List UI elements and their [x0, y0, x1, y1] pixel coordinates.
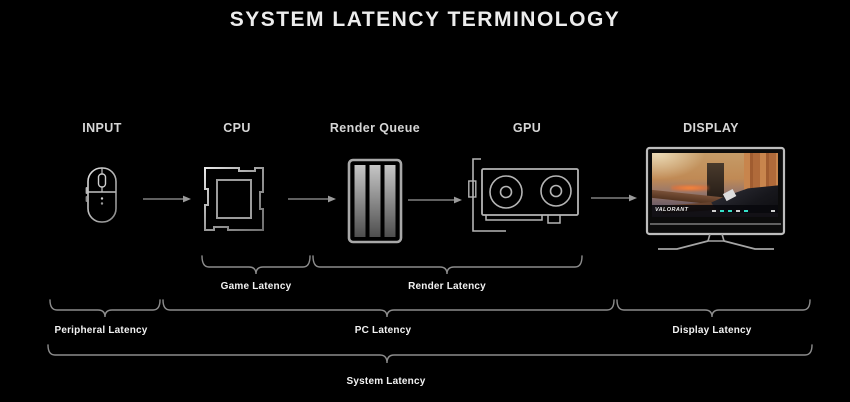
game-screenshot: VALORANT: [652, 153, 778, 217]
label-render-latency: Render Latency: [408, 281, 486, 292]
flow-arrow-gpu-display: [591, 194, 637, 202]
mouse-icon: [85, 167, 117, 223]
hud-indicator: [771, 210, 776, 212]
hud-indicator: [727, 210, 732, 212]
flow-arrow-renderqueue-gpu: [408, 196, 462, 204]
flow-arrow-cpu-renderqueue: [288, 195, 336, 203]
bracket-game-latency: [201, 255, 311, 275]
valorant-logo: VALORANT: [655, 207, 689, 214]
label-display-latency: Display Latency: [672, 325, 752, 336]
hud-indicator: [719, 210, 724, 212]
game-hud: VALORANT: [652, 205, 778, 217]
label-system-latency: System Latency: [346, 376, 426, 387]
label-peripheral-latency: Peripheral Latency: [54, 325, 148, 336]
bracket-peripheral-latency: [49, 299, 161, 318]
bracket-display-latency: [616, 299, 811, 318]
label-game-latency: Game Latency: [220, 281, 292, 292]
gpu-card-icon: [468, 158, 579, 232]
hud-indicator: [735, 210, 740, 212]
cpu-chip-icon: [204, 167, 264, 231]
bracket-system-latency: [47, 344, 813, 364]
flow-arrow-input-cpu: [143, 195, 191, 203]
game-fire-glow: [670, 185, 709, 191]
stage-label-gpu: GPU: [512, 121, 542, 135]
render-queue-icon: [347, 158, 403, 244]
bracket-pc-latency: [162, 299, 615, 318]
label-pc-latency: PC Latency: [354, 325, 412, 336]
stage-label-cpu: CPU: [223, 121, 251, 135]
game-sky: [652, 153, 709, 182]
hud-indicator: [711, 210, 716, 212]
hud-indicator: [743, 210, 748, 212]
stage-label-input: INPUT: [82, 121, 122, 135]
game-doorway: [707, 163, 724, 201]
bracket-render-latency: [312, 255, 583, 275]
page-title: SYSTEM LATENCY TERMINOLOGY: [229, 8, 621, 31]
stage-label-display: DISPLAY: [683, 121, 739, 135]
stage-label-render-queue: Render Queue: [329, 121, 421, 135]
